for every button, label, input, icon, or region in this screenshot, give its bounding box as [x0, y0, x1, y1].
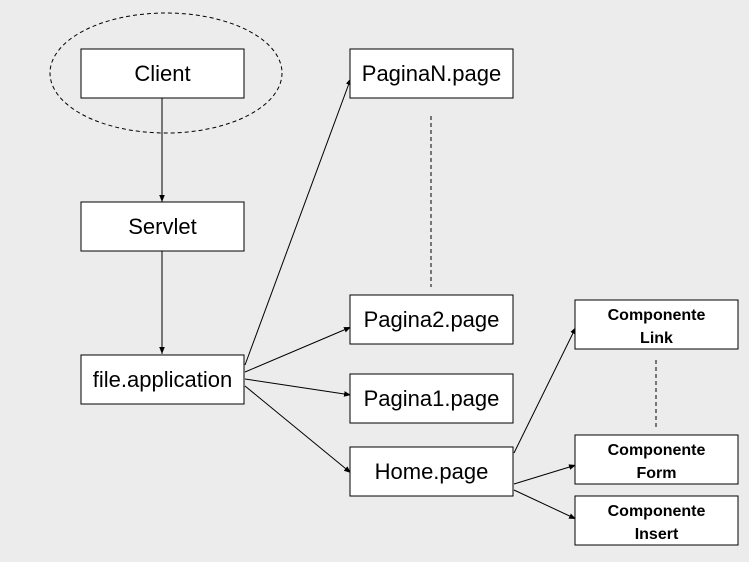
node-pagina-n: PaginaN.page: [349, 48, 514, 99]
node-componente-link-line1: Componente: [608, 307, 706, 324]
node-servlet: Servlet: [80, 201, 245, 252]
node-componente-form-line1: Componente: [608, 442, 706, 459]
node-home: Home.page: [349, 446, 514, 497]
node-componente-insert-line1: Componente: [608, 503, 706, 520]
arrow-application-to-pagina1: [244, 378, 352, 397]
node-pagina-2-label: Pagina2.page: [364, 307, 500, 332]
node-application: file.application: [80, 354, 245, 405]
node-pagina-1-label: Pagina1.page: [364, 386, 500, 411]
node-componente-form-line2: Form: [637, 465, 677, 482]
node-pagina-n-label: PaginaN.page: [362, 61, 501, 86]
node-home-label: Home.page: [375, 459, 489, 484]
arrow-application-to-home: [244, 385, 352, 474]
node-componente-link: Componente Link: [574, 299, 739, 350]
arrow-home-to-insert: [513, 489, 577, 520]
node-client-label: Client: [134, 61, 190, 86]
node-pagina-1: Pagina1.page: [349, 373, 514, 424]
node-componente-insert-line2: Insert: [635, 526, 679, 543]
arrow-home-to-link: [513, 326, 577, 454]
node-componente-insert: Componente Insert: [574, 495, 739, 546]
arrow-application-to-pagina2: [244, 326, 352, 373]
arrow-home-to-form: [513, 464, 577, 485]
node-servlet-label: Servlet: [128, 214, 196, 239]
node-pagina-2: Pagina2.page: [349, 294, 514, 345]
node-componente-form: Componente Form: [574, 434, 739, 485]
client-boundary-ellipse: [49, 12, 283, 134]
node-componente-link-line2: Link: [640, 330, 673, 347]
arrow-application-to-paginan: [244, 77, 352, 366]
node-client: Client: [80, 48, 245, 99]
node-application-label: file.application: [93, 367, 232, 392]
